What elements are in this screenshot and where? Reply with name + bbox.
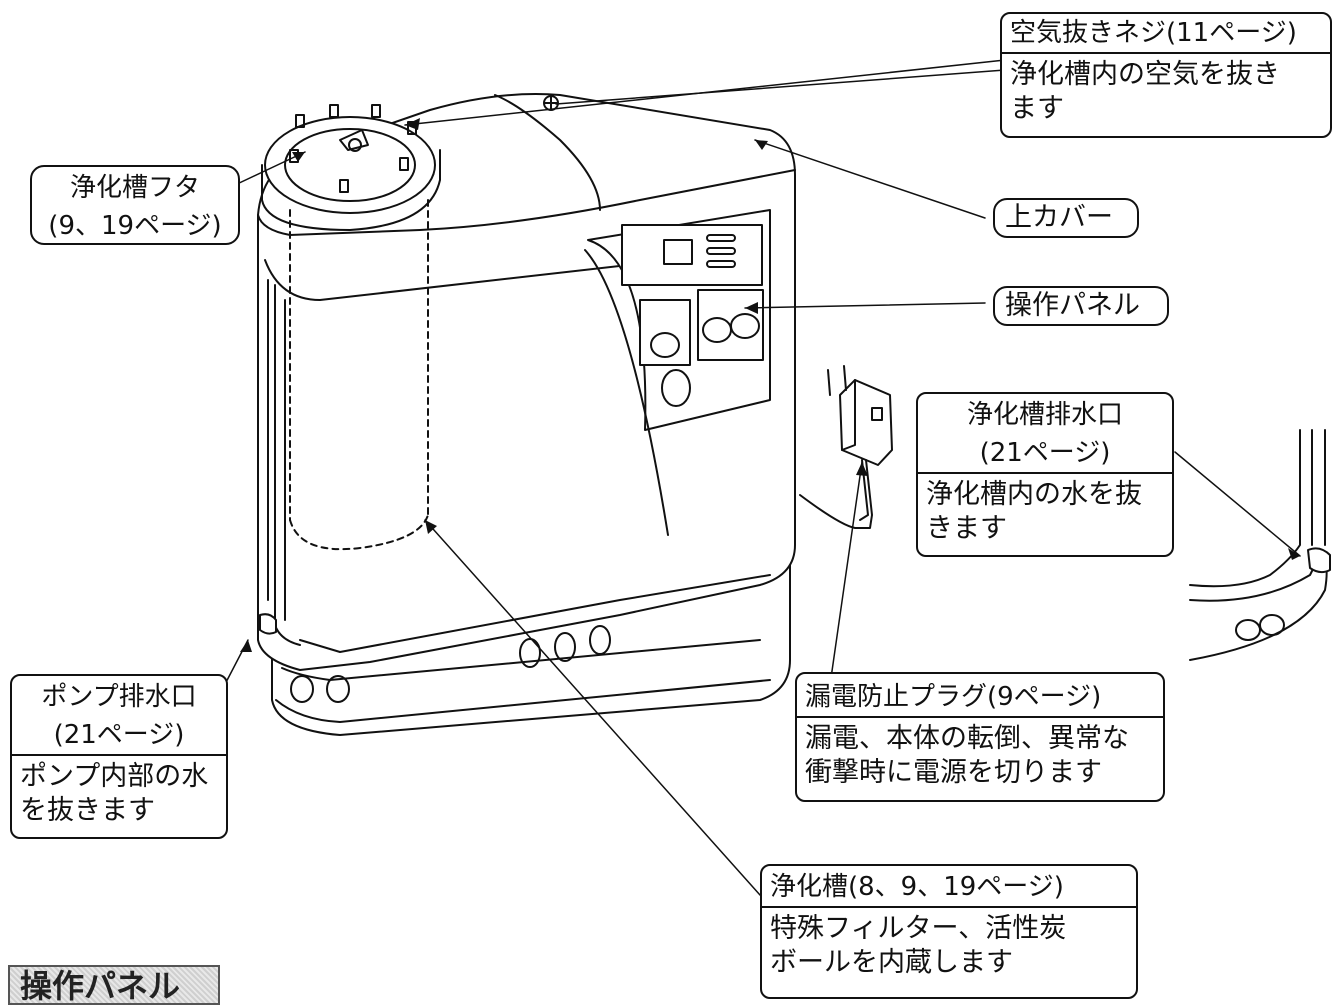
pump-drain-label: ポンプ排水口: [41, 682, 197, 712]
power-plug: [799, 365, 893, 529]
control-panel-label: 操作パネル: [993, 286, 1169, 326]
purification-tank-desc-line2: ボールを内蔵します: [770, 947, 1013, 978]
section-title: 操作パネル: [8, 965, 220, 1005]
leakage-plug-callout: 漏電防止プラグ(9ページ) 漏電、本体の転倒、異常な 衝撃時に電源を切ります: [795, 672, 1165, 802]
tank-drain-label: 浄化槽排水口: [966, 400, 1123, 430]
top-cover-label: 上カバー: [993, 198, 1139, 238]
leakage-plug-label: 漏電防止プラグ(9ページ): [805, 682, 1102, 712]
air-vent-screw-callout: 空気抜きネジ(11ページ) 浄化槽内の空気を抜き ます: [1000, 12, 1332, 138]
pump-drain-callout: ポンプ排水口 (21ページ) ポンプ内部の水 を抜きます: [10, 674, 228, 839]
arrowheads: [240, 118, 1300, 652]
control-panel: [584, 209, 771, 536]
tank-lid-pages: (9、19ページ): [48, 211, 222, 241]
drain-detail-inset: [259, 429, 1331, 661]
pump-drain-pages: (21ページ): [53, 720, 185, 750]
tank-lid-callout: 浄化槽フタ (9、19ページ): [30, 165, 240, 245]
air-vent-screw-label: 空気抜きネジ(11ページ): [1010, 18, 1297, 48]
pump-drain-desc-line1: ポンプ内部の水: [20, 761, 209, 792]
pump-drain-desc-line2: を抜きます: [20, 795, 155, 826]
internal-tank: [289, 199, 429, 551]
tank-drain-callout: 浄化槽排水口 (21ページ) 浄化槽内の水を抜 きます: [916, 392, 1174, 557]
tank-lid: [261, 104, 441, 231]
leakage-plug-desc-line2: 衝撃時に電源を切ります: [805, 757, 1102, 788]
leakage-plug-desc-line1: 漏電、本体の転倒、異常な: [805, 723, 1129, 754]
leader-lines: [221, 59, 1301, 896]
air-vent-desc-line2: ます: [1010, 93, 1064, 124]
tank-drain-desc-line2: きます: [926, 513, 1007, 544]
purification-tank-callout: 浄化槽(8、9、19ページ) 特殊フィルター、活性炭 ボールを内蔵します: [760, 864, 1138, 999]
tank-drain-desc-line1: 浄化槽内の水を抜: [926, 479, 1142, 510]
purification-tank-label: 浄化槽(8、9、19ページ): [770, 872, 1064, 902]
tank-lid-label: 浄化槽フタ: [69, 173, 200, 203]
tank-drain-pages: (21ページ): [979, 438, 1111, 468]
purification-tank-desc-line1: 特殊フィルター、活性炭: [770, 913, 1067, 944]
air-vent-desc-line1: 浄化槽内の空気を抜き: [1010, 59, 1280, 90]
